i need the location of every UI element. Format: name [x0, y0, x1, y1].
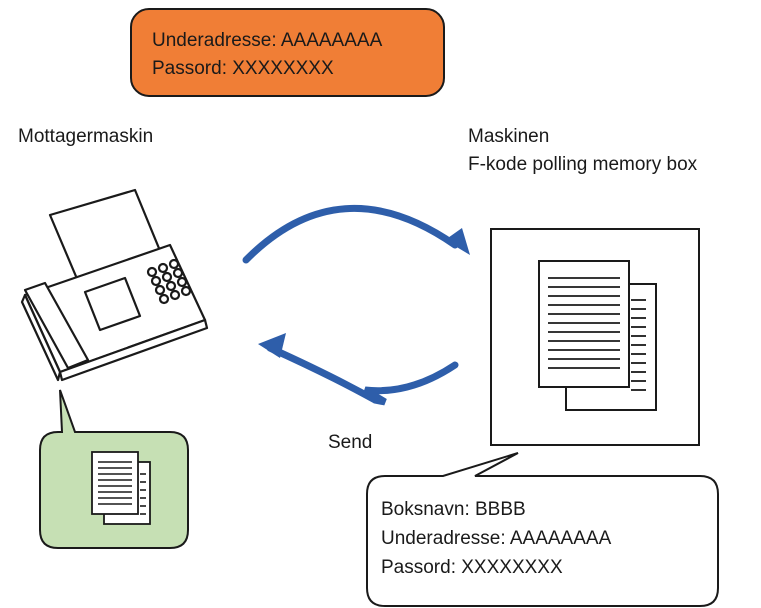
top-callout-subaddress: Underadresse: AAAAAAAA: [152, 30, 383, 51]
memory-box-label: F-kode polling memory box: [468, 154, 698, 175]
machine-label: Maskinen: [468, 126, 550, 147]
bottom-callout-password: Passord: XXXXXXXX: [381, 557, 563, 578]
arrow-to-receiver-head: [258, 333, 286, 358]
arrow-to-receiver-icon: [266, 344, 459, 406]
arrow-to-memory-box-icon: [242, 204, 459, 264]
receiving-machine-label: Mottagermaskin: [18, 126, 154, 147]
documents-icon: [91, 451, 151, 525]
bottom-callout-box-name: Boksnavn: BBBB: [381, 499, 526, 520]
bottom-callout-box: [366, 452, 719, 607]
bottom-callout-subaddress: Underadresse: AAAAAAAA: [381, 528, 612, 549]
top-callout-box: [130, 8, 445, 97]
send-label: Send: [328, 432, 373, 453]
memory-box-documents-icon: [538, 260, 657, 411]
fax-machine-icon: [20, 188, 209, 382]
arrow-to-memory-box-head: [445, 228, 470, 255]
top-callout-password: Passord: XXXXXXXX: [152, 58, 334, 79]
